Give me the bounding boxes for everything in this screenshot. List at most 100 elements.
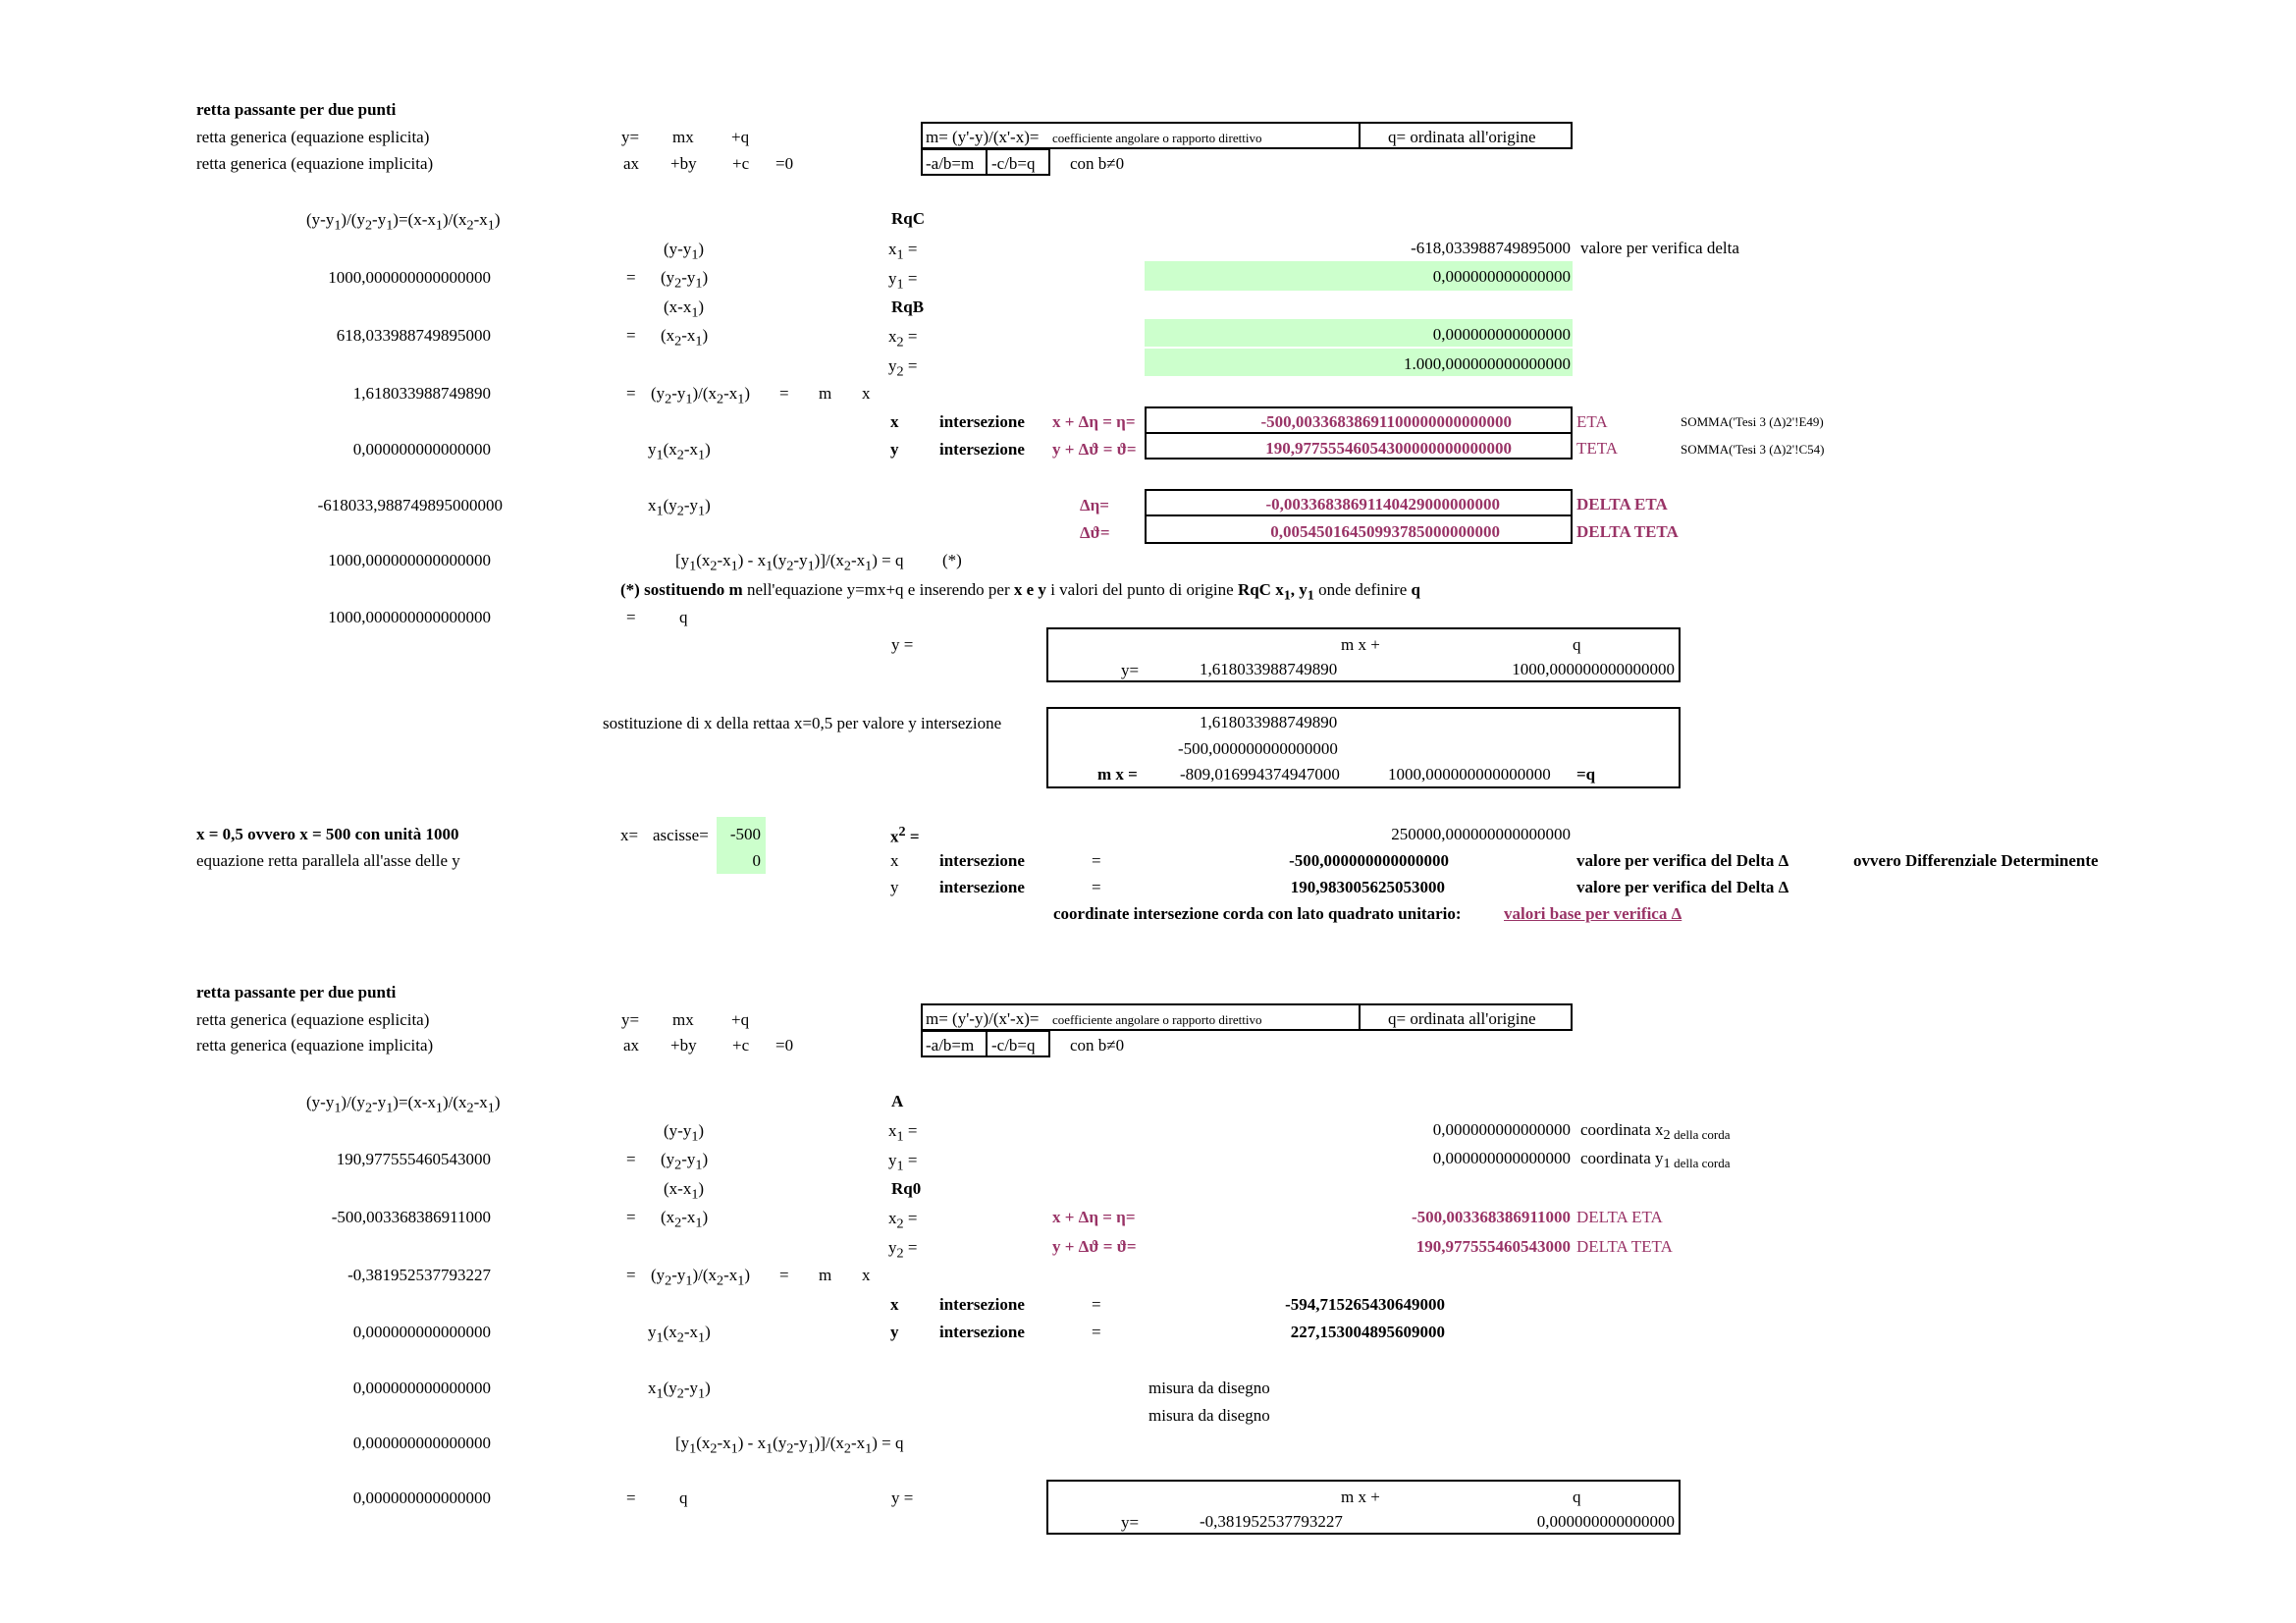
x1-value: -618,033988749895000 (1411, 239, 1571, 257)
eq-y: y= (621, 1010, 640, 1029)
x1-times-dy: x1(y2-y1) (648, 1379, 711, 1402)
y1-label: y1 = (888, 1151, 918, 1174)
box-q: q (1573, 635, 1581, 654)
eq-q: +q (731, 128, 750, 146)
y-intersection-label: y (890, 440, 899, 459)
x1-label: x1 = (888, 1121, 918, 1145)
differential-note: ovvero Differenziale Determinente (1853, 851, 2099, 870)
box-q-value: 1000,000000000000000 (1512, 660, 1675, 678)
y1-label: y1 = (888, 269, 918, 293)
delta-eta-label: DELTA ETA (1576, 1208, 1663, 1226)
cb-q: -c/b=q (991, 154, 1036, 173)
section-title: retta passante per due punti (196, 100, 397, 119)
eq-c: +c (732, 1036, 750, 1055)
y-intersection-label: y (890, 878, 899, 896)
y-intersection-label: y (890, 1323, 899, 1341)
verify-note: valore per verifica del Delta Δ (1576, 878, 1789, 896)
box-y: y= (1121, 1513, 1140, 1532)
delta-eta-formula: Δη= (1080, 496, 1109, 514)
line-equation-box (1046, 1480, 1681, 1535)
condition: con b≠0 (1070, 154, 1125, 173)
x2-value: -500,003368386911000 (1412, 1208, 1571, 1226)
sub-q-value: 1000,000000000000000 (1388, 765, 1551, 784)
x2-cell[interactable] (1145, 319, 1573, 347)
base-values-link[interactable]: valori base per verifica Δ (1504, 904, 1682, 923)
x2-minus-x1: (x2-x1) (661, 1208, 709, 1231)
eq-mx: mx (672, 1010, 694, 1029)
q-symbol: q (679, 1488, 688, 1507)
x1-note: coordinata x2 della corda (1580, 1120, 1731, 1144)
box-q-value: 0,000000000000000 (1536, 1512, 1675, 1531)
x-intersection-value: -594,715265430649000 (1285, 1295, 1445, 1314)
y1-note: coordinata y1 della corda (1580, 1149, 1731, 1172)
y2-cell[interactable] (1145, 349, 1573, 376)
value-q-numerator: 0,000000000000000 (352, 1434, 491, 1452)
ab-m: -a/b=m (926, 154, 975, 173)
m-symbol: m (819, 1266, 832, 1284)
line-equation-box (1046, 627, 1681, 682)
substitution-label: sostituzione di x della rettaa x=0,5 per… (603, 714, 1002, 732)
value-q-numerator: 1000,000000000000000 (328, 551, 491, 569)
teta-formula: y + Δϑ = ϑ= (1052, 440, 1137, 459)
teta-formula: y + Δϑ = ϑ= (1052, 1237, 1137, 1256)
y-equals: y = (891, 1488, 914, 1507)
equals: = (626, 1208, 636, 1226)
delta-teta-label: DELTA TETA (1576, 522, 1679, 541)
intersection-label: intersezione (939, 1295, 1025, 1314)
value-dx: 618,033988749895000 (336, 326, 491, 345)
explicit-label: retta generica (equazione esplicita) (196, 1010, 430, 1029)
note-text-1: nell'equazione y=mx+q e inserendo per (746, 580, 1010, 599)
m-fraction: (y2-y1)/(x2-x1) (651, 384, 751, 407)
value-y1-dx: 0,000000000000000 (352, 1323, 491, 1341)
equals: = (779, 384, 789, 403)
teta-label: TETA (1576, 439, 1619, 458)
x-minus-x1: (x-x1) (664, 298, 705, 321)
value-x1-dy: 0,000000000000000 (352, 1379, 491, 1397)
q-definition-box (1359, 122, 1573, 149)
equals: = (626, 1266, 636, 1284)
x-intersection-label: x (890, 412, 899, 431)
m-description: coefficiente angolare o rapporto diretti… (1052, 1012, 1262, 1027)
y1-value: 0,000000000000000 (1432, 1149, 1571, 1167)
y2-minus-y1: (y2-y1) (661, 1150, 709, 1173)
sub-x-value: -500,000000000000000 (1178, 739, 1338, 758)
box-mx: m x + (1341, 635, 1380, 654)
explicit-label: retta generica (equazione esplicita) (196, 128, 430, 146)
equals: = (626, 608, 636, 626)
equals: = (626, 268, 636, 287)
eta-formula: x + Δη = η= (1052, 412, 1136, 431)
y2-minus-y1: (y2-y1) (661, 268, 709, 292)
eq-ax: ax (623, 154, 640, 173)
ascisse-value: -500 (729, 825, 761, 843)
ascisse-zero: 0 (752, 851, 762, 870)
m-fraction: (y2-y1)/(x2-x1) (651, 1266, 751, 1289)
implicit-label: retta generica (equazione implicita) (196, 1036, 434, 1055)
y1-times-dx: y1(x2-x1) (648, 440, 711, 463)
delta-eta-label: DELTA ETA (1576, 495, 1668, 514)
ab-m: -a/b=m (926, 1036, 975, 1055)
y2-label: y2 = (888, 1238, 918, 1262)
equals: = (1092, 1323, 1101, 1341)
y-equals: y = (891, 635, 914, 654)
m-definition: m= (y'-y)/(x'-x)= (926, 128, 1040, 146)
m-symbol: m (819, 384, 832, 403)
eta-value: -500,00336838691100000000000000 (1260, 412, 1512, 431)
x2-value: 0,000000000000000 (1432, 325, 1571, 344)
section2-title: x = 0,5 ovvero x = 500 con unità 1000 (196, 825, 459, 843)
value-dx: -500,003368386911000 (331, 1208, 491, 1226)
eq-by: +by (670, 154, 697, 173)
note-xy: x e y (1013, 580, 1046, 599)
value-dy: 1000,000000000000000 (328, 268, 491, 287)
equals: = (626, 326, 636, 345)
implicit-label: retta generica (equazione implicita) (196, 154, 434, 173)
y1-cell[interactable] (1145, 261, 1573, 291)
substitution-box (1046, 707, 1681, 788)
x2-label: x2 = (888, 1209, 918, 1232)
cb-box (986, 148, 1050, 176)
x-equals: x= (620, 826, 639, 844)
ascisse-cell[interactable] (717, 817, 766, 874)
box-y: y= (1121, 661, 1140, 679)
m-description: coefficiente angolare o rapporto diretti… (1052, 131, 1262, 145)
x1-times-dy: x1(y2-y1) (648, 496, 711, 519)
box-mx: m x + (1341, 1488, 1380, 1506)
